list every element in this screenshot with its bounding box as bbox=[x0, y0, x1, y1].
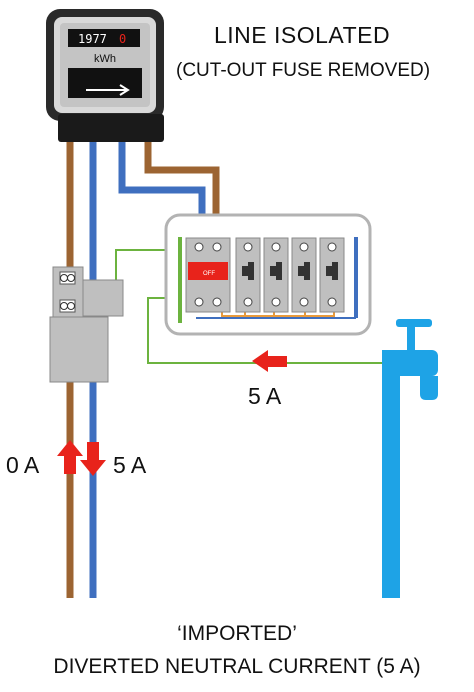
diagram-subtitle: (CUT-OUT FUSE REMOVED) bbox=[176, 60, 431, 81]
earth-block bbox=[82, 279, 124, 317]
meter-terminal-block bbox=[58, 114, 164, 142]
footer-line-2: DIVERTED NEUTRAL CURRENT (5 A) bbox=[53, 655, 421, 678]
footer-line-1: ‘IMPORTED’ bbox=[177, 622, 297, 645]
cut-out-body bbox=[49, 316, 109, 383]
live-meter-tail bbox=[144, 142, 220, 245]
meter-reading-last-digit: 0 bbox=[119, 32, 126, 46]
meter-rotor-window bbox=[68, 68, 142, 98]
circuit-breaker-3 bbox=[291, 237, 317, 313]
up-arrow-icon bbox=[57, 440, 83, 474]
circuit-breaker-2 bbox=[263, 237, 289, 313]
meter-display bbox=[68, 29, 140, 47]
water-tap-icon bbox=[382, 319, 438, 598]
circuit-breaker-4 bbox=[319, 237, 345, 313]
meter-reading: 1977 bbox=[78, 32, 107, 46]
main-switch-toggle bbox=[188, 262, 228, 280]
water-pipe bbox=[382, 350, 400, 598]
main-switch: OFF bbox=[185, 237, 231, 313]
neutral-current-label: 5 A bbox=[113, 452, 147, 478]
tap-current-arrow-icon bbox=[252, 350, 287, 372]
main-switch-state: OFF bbox=[203, 271, 215, 277]
cut-out-block bbox=[49, 266, 124, 383]
consumer-unit: OFF bbox=[164, 213, 372, 336]
down-arrow-icon bbox=[80, 442, 106, 476]
meter-arrow-icon bbox=[86, 84, 130, 96]
meter-unit: kWh bbox=[94, 53, 116, 65]
circuit-breaker-1 bbox=[235, 237, 261, 313]
live-current-label: 0 A bbox=[6, 452, 40, 478]
tap-current-label: 5 A bbox=[248, 383, 282, 409]
diagram-title: LINE ISOLATED bbox=[214, 22, 391, 48]
earth-to-consumer-unit bbox=[115, 249, 176, 280]
electricity-meter: 1977 0 kWh bbox=[46, 9, 164, 142]
